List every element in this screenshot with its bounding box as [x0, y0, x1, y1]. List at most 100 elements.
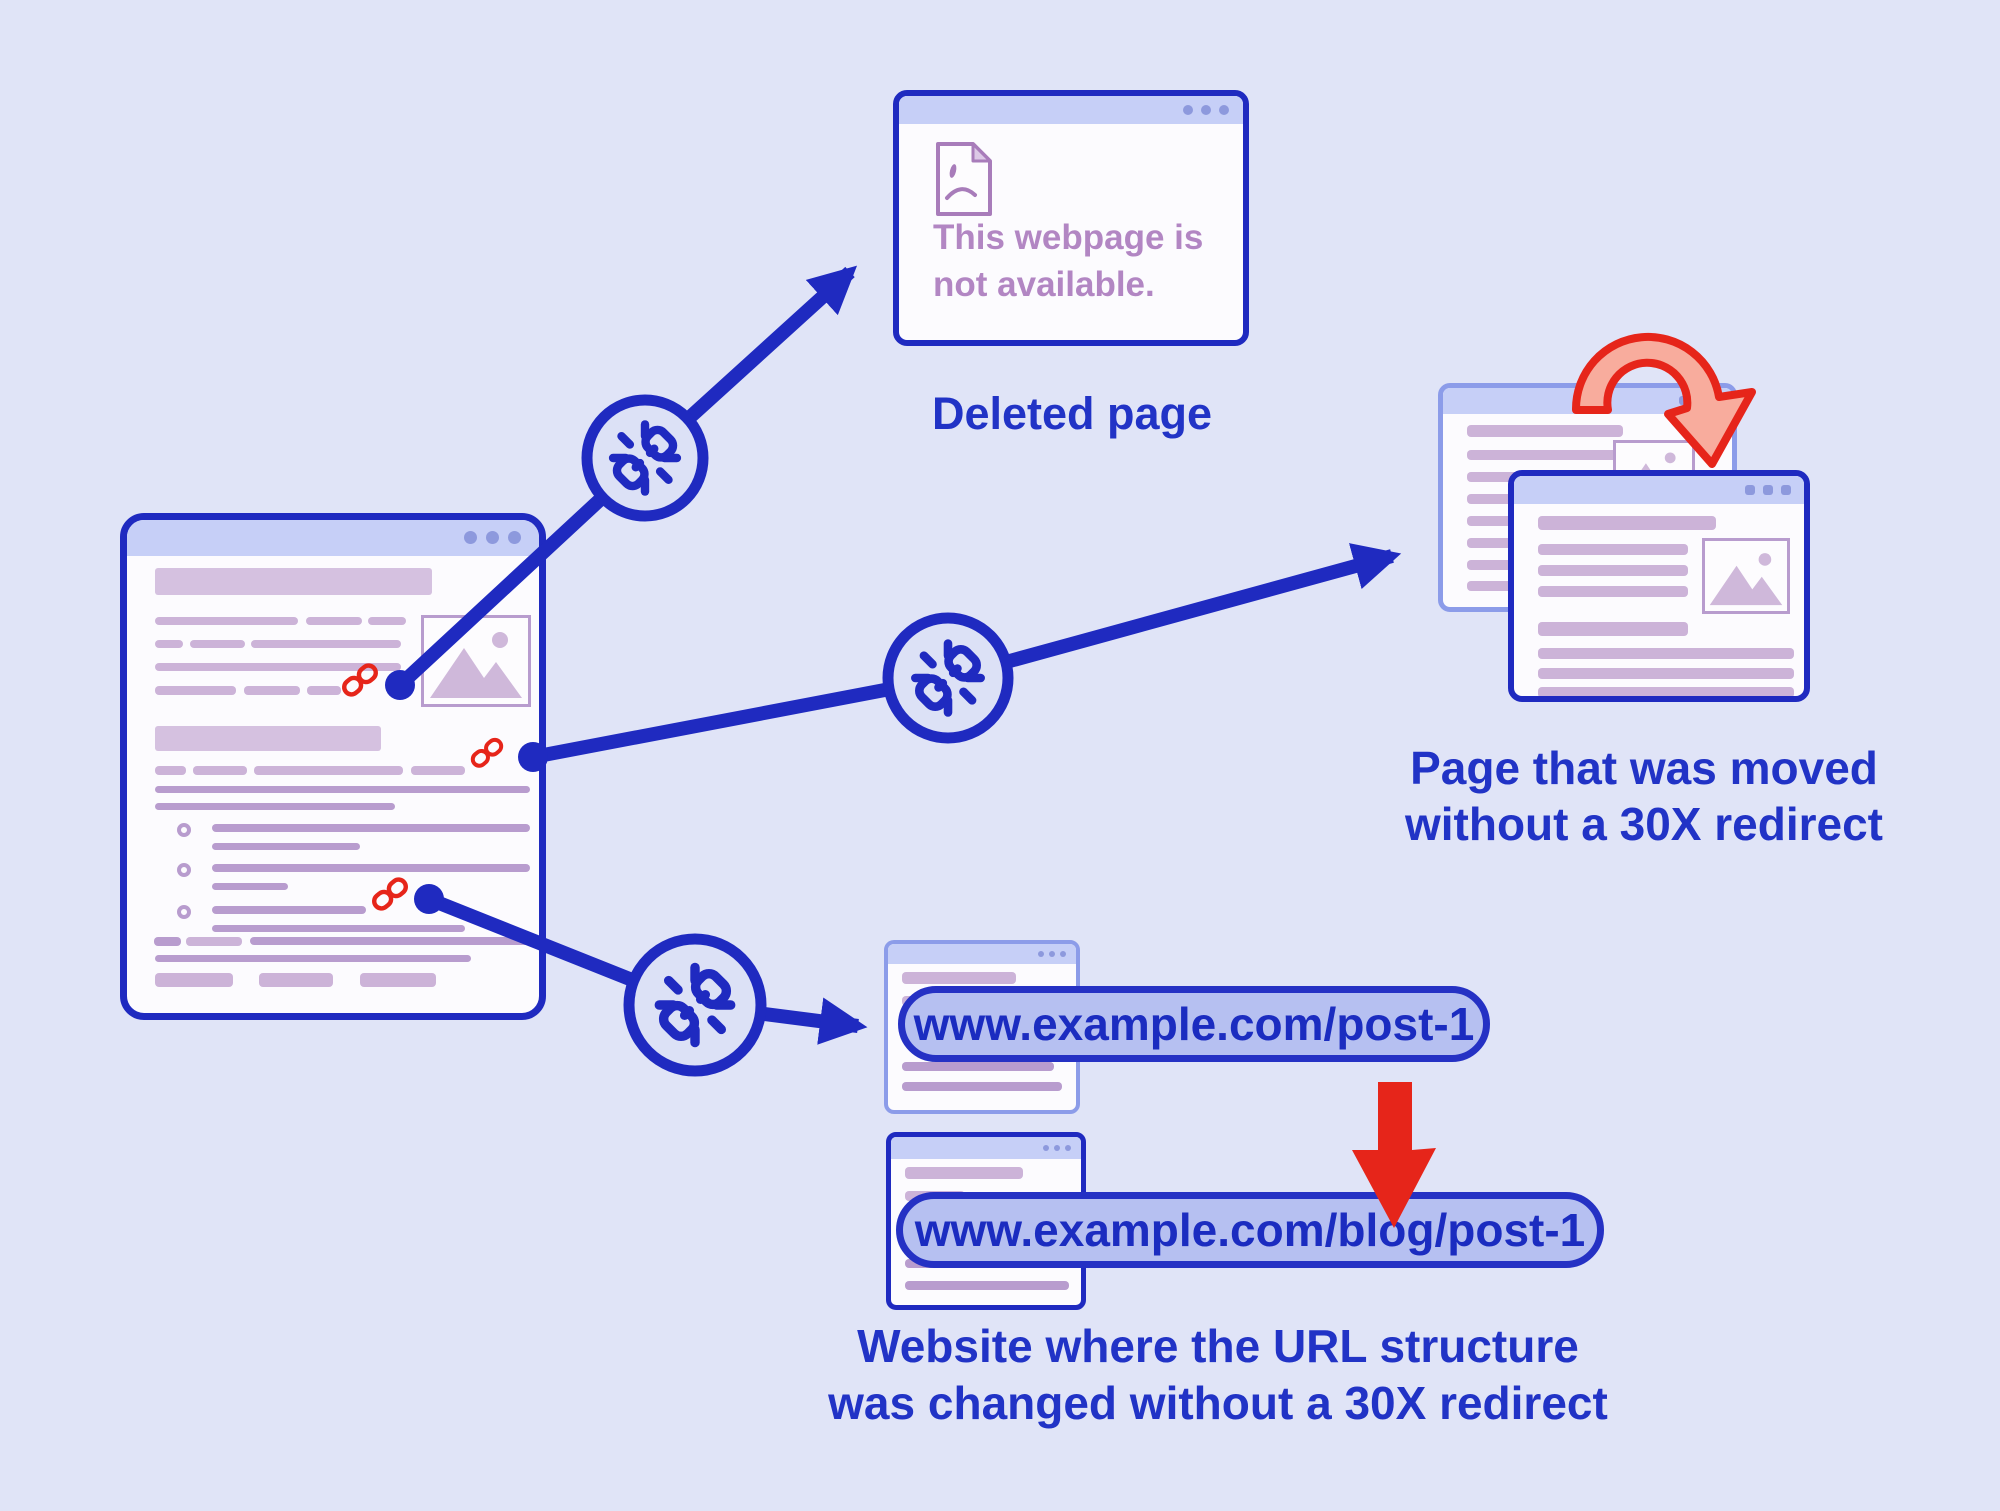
- broken-link-badge: [581, 394, 709, 522]
- broken-link-icon: [915, 644, 980, 713]
- old-url-pill: www.example.com/post-1: [898, 986, 1490, 1062]
- text-line: [1538, 544, 1688, 555]
- text-line: [155, 617, 298, 625]
- not-available-message: This webpage is not available.: [933, 214, 1203, 308]
- source-page-window: [120, 513, 546, 1020]
- window-dot: [1043, 1145, 1049, 1151]
- window-dot: [508, 531, 521, 544]
- text-line: [155, 803, 395, 810]
- text-line: [212, 864, 530, 872]
- heading-placeholder: [155, 568, 432, 595]
- text-line: [155, 686, 236, 695]
- image-placeholder-art: [1709, 553, 1783, 606]
- deleted-page-caption: Deleted page: [870, 388, 1274, 440]
- text-line: [360, 973, 436, 987]
- text-line: [902, 1082, 1062, 1091]
- window-dots: [1679, 396, 1720, 405]
- text-line: [905, 1281, 1069, 1290]
- text-line: [251, 640, 401, 648]
- text-line: [1538, 668, 1794, 679]
- text-line: [902, 972, 1016, 984]
- sad-page-icon: [936, 142, 992, 216]
- old-url-text: www.example.com/post-1: [913, 998, 1475, 1050]
- broken-link-icon: [613, 424, 677, 491]
- window-dots: [464, 531, 521, 544]
- new-url-text: www.example.com/blog/post-1: [914, 1204, 1586, 1256]
- deleted-page-window: This webpage is not available.: [893, 90, 1249, 346]
- window-dot: [1711, 396, 1720, 405]
- window-dot: [1679, 396, 1688, 405]
- text-line: [155, 955, 471, 962]
- text-line: [1538, 586, 1688, 597]
- text-line: [155, 973, 233, 987]
- heading-placeholder: [155, 726, 381, 751]
- text-line: [212, 824, 530, 832]
- text-line: [244, 686, 300, 695]
- text-line: [1467, 450, 1617, 460]
- text-line: [411, 766, 465, 775]
- small-window-titlebar: [891, 1137, 1081, 1159]
- moved-page-front-window: [1508, 470, 1810, 702]
- text-line: [1538, 687, 1794, 696]
- text-line: [154, 937, 181, 946]
- changed-url-caption: Website where the URL structure was chan…: [790, 1318, 1646, 1432]
- new-url-pill: www.example.com/blog/post-1: [896, 1192, 1604, 1268]
- arrow-to-moved-page: [531, 543, 1402, 764]
- caption-line: Page that was moved: [1410, 742, 1878, 794]
- window-dot: [1781, 485, 1791, 495]
- text-line: [250, 937, 531, 945]
- window-dot: [1049, 951, 1055, 957]
- text-line: [306, 617, 362, 625]
- text-line: [1538, 516, 1716, 530]
- text-line: [307, 686, 341, 695]
- text-line: [212, 906, 366, 914]
- bullet-icon: [177, 905, 191, 919]
- image-placeholder-icon: [421, 615, 531, 707]
- text-line: [155, 766, 186, 775]
- window-dot: [1219, 105, 1229, 115]
- caption-line: Website where the URL structure: [857, 1320, 1579, 1372]
- text-line: [1538, 565, 1688, 576]
- window-dot: [1695, 396, 1704, 405]
- text-line: [902, 1062, 1054, 1071]
- text-line: [1538, 622, 1688, 636]
- text-line: [212, 843, 360, 850]
- window-dot: [464, 531, 477, 544]
- text-line: [155, 663, 401, 671]
- window-dot: [1054, 1145, 1060, 1151]
- bullet-icon: [177, 823, 191, 837]
- window-dot: [1183, 105, 1193, 115]
- caption-line: without a 30X redirect: [1404, 798, 1883, 850]
- caption-line: Deleted page: [931, 388, 1213, 439]
- text-line: [1538, 648, 1794, 659]
- text-line: [368, 617, 406, 625]
- window-dot: [1038, 951, 1044, 957]
- window-dot: [1065, 1145, 1071, 1151]
- message-line: This webpage is: [933, 218, 1204, 257]
- text-line: [259, 973, 333, 987]
- text-line: [212, 883, 288, 890]
- message-line: not available.: [933, 265, 1155, 304]
- window-dot: [1745, 485, 1755, 495]
- front-window-titlebar: [1514, 476, 1804, 504]
- text-line: [193, 766, 247, 775]
- text-line: [155, 786, 530, 793]
- broken-link-badge: [623, 933, 767, 1077]
- window-dots: [1038, 951, 1066, 957]
- text-line: [190, 640, 245, 648]
- window-dots: [1183, 105, 1229, 115]
- moved-page-caption: Page that was moved without a 30X redire…: [1384, 740, 1904, 852]
- window-dot: [1763, 485, 1773, 495]
- text-line: [212, 925, 465, 932]
- text-line: [186, 937, 242, 946]
- text-line: [254, 766, 403, 775]
- window-dot: [1060, 951, 1066, 957]
- broken-link-icon: [659, 967, 730, 1042]
- broken-link-badge: [882, 612, 1014, 744]
- image-placeholder-icon: [1702, 538, 1790, 614]
- window-dots: [1745, 485, 1791, 495]
- window-dot: [1201, 105, 1211, 115]
- bullet-icon: [177, 863, 191, 877]
- window-dots: [1043, 1145, 1071, 1151]
